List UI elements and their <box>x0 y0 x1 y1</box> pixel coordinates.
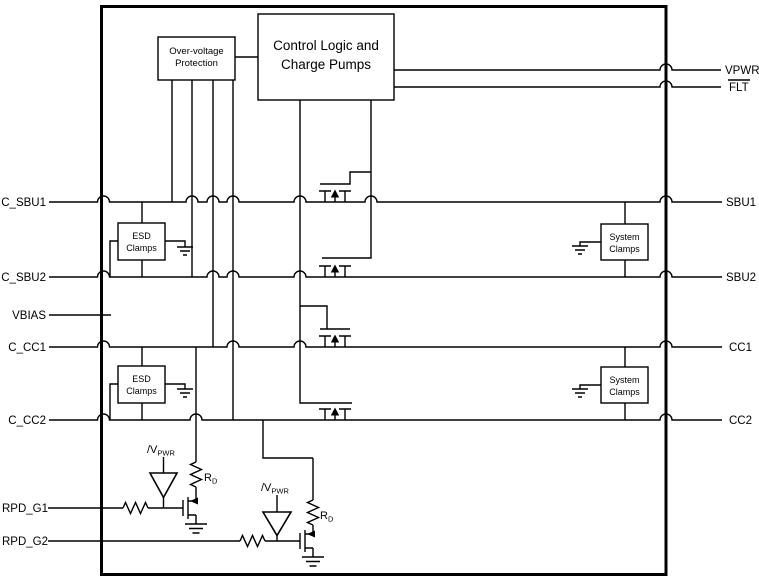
wire-flt-row <box>394 80 721 88</box>
esd-clamps-cc-rect <box>117 365 166 404</box>
resistor-rd2: RD <box>262 420 334 534</box>
vpwr-gate-buffer-2: /VPWR <box>261 482 293 541</box>
wire-vpwr-row <box>394 63 721 71</box>
system-clamps-cc-rect <box>600 366 649 404</box>
overvoltage-protection-label-2: Protection <box>175 58 218 69</box>
mosfet-cc2-switch <box>319 407 351 420</box>
wire-cc1-row <box>49 340 722 348</box>
resistor-rd1: RD <box>188 347 218 501</box>
vpwr-gate-label: /VPWR <box>261 482 289 496</box>
control-logic-label-1: Control Logic and <box>273 38 379 53</box>
ground-symbol <box>177 246 193 256</box>
ground-symbol <box>177 388 193 398</box>
pin-label-rpd-g1: RPD_G1 <box>2 503 48 515</box>
pin-label-c-cc2: C_CC2 <box>8 415 46 427</box>
overvoltage-protection-rect <box>157 36 236 81</box>
ground-symbol <box>572 388 588 398</box>
mosfet-body-arrow-icon <box>307 530 315 538</box>
pin-label-vpwr: VPWR <box>725 65 759 77</box>
mosfet-body-arrow-icon <box>330 334 340 343</box>
pin-label-c-sbu1: C_SBU1 <box>1 197 46 209</box>
control-logic-rect <box>257 13 395 101</box>
pin-label-sbu2: SBU2 <box>726 272 756 284</box>
system-clamps-sbu-block: System Clamps <box>572 202 649 277</box>
mosfet-rpd-g2-pulldown <box>299 530 315 557</box>
pin-label-vbias: VBIAS <box>12 310 46 322</box>
vpwr-gate-buffer-1: /VPWR <box>147 444 179 508</box>
rpd-g2-pulldown-chain: /VPWR RD <box>48 420 334 567</box>
left-pin-labels: C_SBU1 C_SBU2 VBIAS C_CC1 C_CC2 RPD_G1 R… <box>1 197 48 548</box>
system-clamps-label-1: System <box>609 375 639 385</box>
mosfet-sbu1-switch <box>319 189 351 202</box>
rpd-g1-pulldown-chain: /VPWR RD <box>48 347 218 534</box>
system-clamps-label-2: Clamps <box>609 387 640 397</box>
wire-sbu2-row <box>49 270 722 278</box>
ic-boundary-box <box>100 5 668 576</box>
mosfet-body-arrow-icon <box>330 407 340 416</box>
resistor-rpd-g2 <box>239 533 266 549</box>
vpwr-gate-label: /VPWR <box>147 444 175 458</box>
mosfet-cc1-switch <box>319 334 351 347</box>
system-clamps-cc-block: System Clamps <box>572 347 649 420</box>
ground-symbol-rpd-g1 <box>185 523 207 534</box>
right-pin-labels: VPWR FLT SBU1 SBU2 CC1 CC2 <box>725 65 759 427</box>
pin-label-sbu1: SBU1 <box>726 197 756 209</box>
overvoltage-protection-block: Over-voltage Protection <box>157 36 236 81</box>
esd-clamps-sbu-rect <box>117 222 166 261</box>
esd-clamps-sbu-block: ESD Clamps <box>109 202 193 277</box>
wire-cc2-row <box>49 413 722 421</box>
system-clamps-sbu-rect <box>600 223 649 261</box>
rd-label: RD <box>320 510 334 524</box>
inverter-triangle-icon <box>148 472 179 500</box>
pin-label-cc2: CC2 <box>729 415 752 427</box>
esd-clamps-label-2: Clamps <box>126 243 157 253</box>
esd-clamps-label-2: Clamps <box>126 386 157 396</box>
pin-label-rpd-g2: RPD_G2 <box>2 536 48 548</box>
wire-ovp-sense-lines <box>171 56 258 420</box>
wire-sbu1-row <box>49 195 722 203</box>
rd-label: RD <box>204 472 218 486</box>
mosfet-rpd-g1-pulldown <box>182 497 198 524</box>
ground-symbol-rpd-g2 <box>302 556 324 567</box>
overvoltage-protection-label-1: Over-voltage <box>169 46 223 57</box>
wire-gate-control-lines <box>299 100 372 404</box>
pin-label-c-cc1: C_CC1 <box>8 342 46 354</box>
mosfet-sbu2-switch <box>319 264 351 277</box>
ground-symbol <box>572 245 588 255</box>
pin-label-cc1: CC1 <box>729 342 752 354</box>
system-clamps-label-1: System <box>609 232 639 242</box>
esd-clamps-label-1: ESD <box>132 231 151 241</box>
resistor-rpd-g1 <box>122 500 149 516</box>
pin-label-c-sbu2: C_SBU2 <box>1 272 46 284</box>
esd-clamps-cc-block: ESD Clamps <box>109 347 193 420</box>
mosfet-body-arrow-icon <box>190 497 198 505</box>
mosfet-body-arrow-icon <box>330 264 340 273</box>
esd-clamps-label-1: ESD <box>132 374 151 384</box>
control-logic-label-2: Charge Pumps <box>281 57 371 72</box>
system-clamps-label-2: Clamps <box>609 244 640 254</box>
inverter-triangle-icon <box>261 511 293 538</box>
pin-label-flt: FLT <box>729 82 749 94</box>
control-logic-block: Control Logic and Charge Pumps <box>257 13 395 101</box>
mosfet-body-arrow-icon <box>330 189 340 198</box>
